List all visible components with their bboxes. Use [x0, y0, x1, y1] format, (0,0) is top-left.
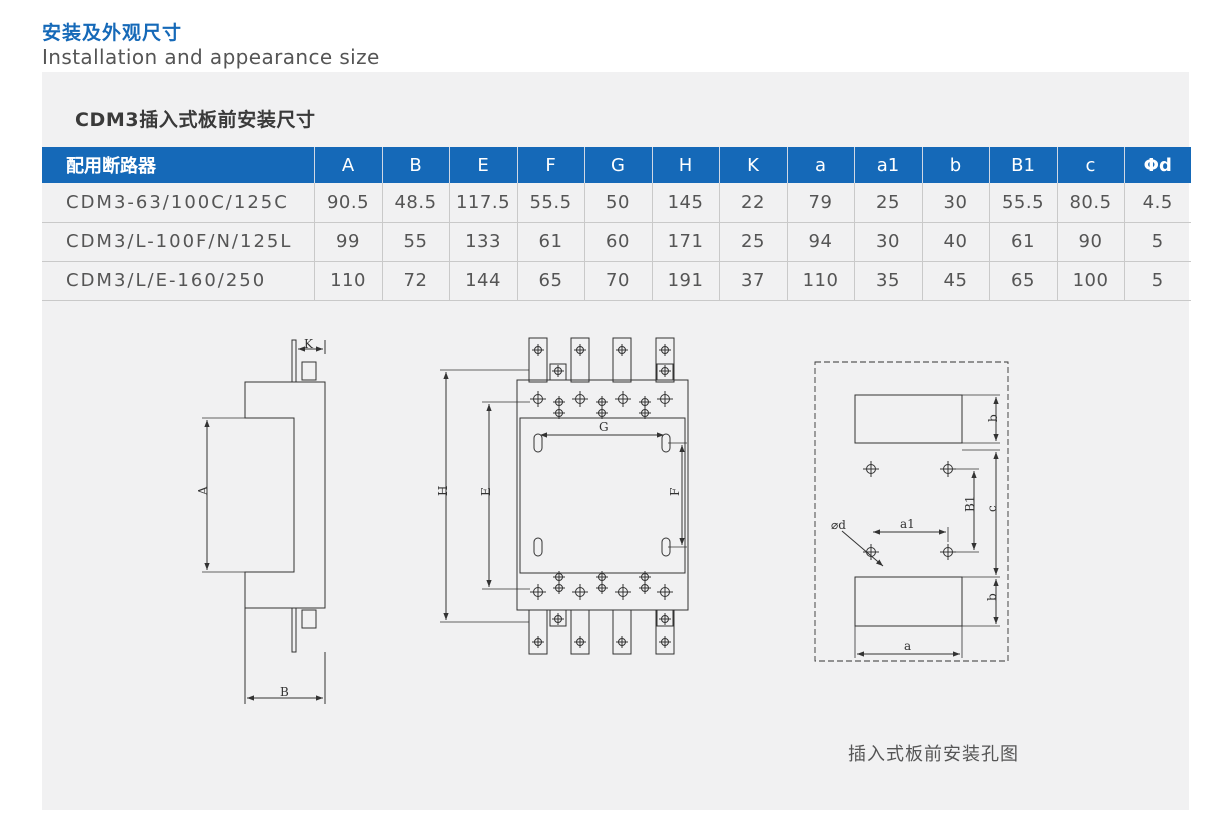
dim-label-f: F — [668, 488, 682, 496]
table-cell: 35 — [853, 261, 922, 301]
table-cell: 48.5 — [381, 183, 449, 223]
table-cell: 133 — [448, 222, 517, 262]
table-cell: 30 — [921, 183, 989, 223]
table-cell: CDM3/L/E-160/250 — [42, 261, 314, 301]
table-row: CDM3-63/100C/125C 90.5 48.5 117.5 55.5 5… — [42, 183, 1191, 223]
table-cell: 25 — [718, 222, 787, 262]
dim-label-b-bottom: b — [985, 593, 999, 601]
table-cell: 80.5 — [1056, 183, 1124, 223]
dim-label-b: B — [280, 685, 289, 699]
table-cell: 94 — [786, 222, 854, 262]
table-cell: 25 — [853, 183, 922, 223]
column-header: H — [651, 147, 719, 183]
table-cell: 45 — [921, 261, 989, 301]
table-cell: 60 — [583, 222, 652, 262]
dim-label-k: K — [304, 337, 314, 351]
table-cell: CDM3/L-100F/N/125L — [42, 222, 314, 262]
table-cell: 90 — [1056, 222, 1124, 262]
table-cell: 70 — [583, 261, 652, 301]
table-cell: 72 — [381, 261, 449, 301]
section-title: CDM3插入式板前安装尺寸 — [75, 109, 316, 131]
page-title-cn: 安装及外观尺寸 — [42, 22, 183, 44]
column-header: A — [313, 147, 382, 183]
table-cell: 117.5 — [448, 183, 517, 223]
column-header: 配用断路器 — [42, 147, 314, 183]
table-cell: 99 — [313, 222, 382, 262]
table-cell: 5 — [1123, 261, 1191, 301]
front-view-drawing — [440, 337, 689, 655]
table-cell: 110 — [786, 261, 854, 301]
table-header-row: 配用断路器 A B E F G H K a a1 b B1 c Φd — [42, 147, 1191, 183]
table-cell: 61 — [988, 222, 1057, 262]
dim-label-g: G — [599, 420, 609, 434]
table-cell: 110 — [313, 261, 382, 301]
column-header: c — [1056, 147, 1124, 183]
dimension-drawings: K A B — [196, 337, 1009, 704]
side-view-drawing — [202, 339, 326, 704]
dim-label-b-top: b — [986, 414, 1000, 422]
table-row: CDM3/L-100F/N/125L 99 55 133 61 60 171 2… — [42, 222, 1191, 262]
column-header: B — [381, 147, 449, 183]
dimension-table: 配用断路器 A B E F G H K a a1 b B1 c Φd CDM3-… — [42, 147, 1191, 301]
table-cell: 5 — [1123, 222, 1191, 262]
table-cell: 90.5 — [313, 183, 382, 223]
table-cell: 50 — [583, 183, 652, 223]
dim-label-e: E — [479, 487, 493, 496]
mounting-hole-drawing — [814, 361, 1009, 662]
table-cell: 144 — [448, 261, 517, 301]
table-cell: 65 — [988, 261, 1057, 301]
table-cell: 61 — [516, 222, 584, 262]
table-cell: 4.5 — [1123, 183, 1191, 223]
table-cell: 191 — [651, 261, 719, 301]
table-cell: 55.5 — [516, 183, 584, 223]
table-cell: 171 — [651, 222, 719, 262]
column-header: F — [516, 147, 584, 183]
page-title-en: Installation and appearance size — [42, 45, 380, 69]
column-header: K — [718, 147, 787, 183]
column-header: G — [583, 147, 652, 183]
table-cell: 30 — [853, 222, 922, 262]
table-cell: 145 — [651, 183, 719, 223]
table-cell: 55.5 — [988, 183, 1057, 223]
dim-label-b1: B1 — [963, 496, 977, 512]
column-header: E — [448, 147, 517, 183]
table-cell: 100 — [1056, 261, 1124, 301]
table-cell: 40 — [921, 222, 989, 262]
mounting-hole-caption: 插入式板前安装孔图 — [848, 744, 1019, 765]
table-cell: 65 — [516, 261, 584, 301]
table-row: CDM3/L/E-160/250 110 72 144 65 70 191 37… — [42, 261, 1191, 301]
dim-label-a-hole: a — [904, 639, 911, 653]
dim-label-a1: a1 — [900, 517, 915, 531]
table-cell: 37 — [718, 261, 787, 301]
dim-label-a: A — [196, 486, 210, 496]
table-cell: CDM3-63/100C/125C — [42, 183, 314, 223]
content-panel: CDM3插入式板前安装尺寸 配用断路器 A B E F G H K a a1 b… — [42, 72, 1191, 810]
dim-label-c: c — [985, 505, 999, 512]
table-cell: 22 — [718, 183, 787, 223]
column-header: B1 — [988, 147, 1057, 183]
dim-label-h: H — [436, 486, 450, 496]
column-header: a — [786, 147, 854, 183]
dim-label-diameter: ⌀d — [831, 518, 846, 532]
table-cell: 55 — [381, 222, 449, 262]
column-header: b — [921, 147, 989, 183]
column-header: Φd — [1123, 147, 1191, 183]
column-header: a1 — [853, 147, 922, 183]
table-cell: 79 — [786, 183, 854, 223]
